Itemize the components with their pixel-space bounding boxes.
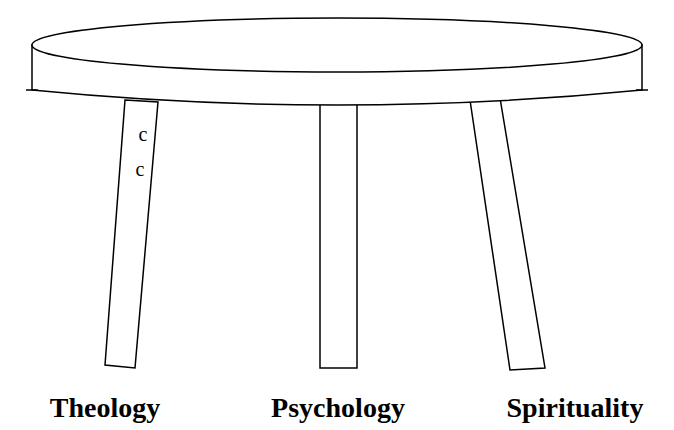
leg-label: Spirituality xyxy=(507,394,644,422)
leg-mark: c xyxy=(139,124,148,144)
stool-leg xyxy=(105,100,158,368)
stool-leg xyxy=(320,104,357,368)
stool-seat-top xyxy=(32,18,642,72)
leg-mark: c xyxy=(136,159,145,179)
rim-tick xyxy=(26,89,648,91)
leg-label: Psychology xyxy=(271,394,405,422)
leg-label: Theology xyxy=(50,394,160,422)
stool-leg xyxy=(470,98,545,370)
